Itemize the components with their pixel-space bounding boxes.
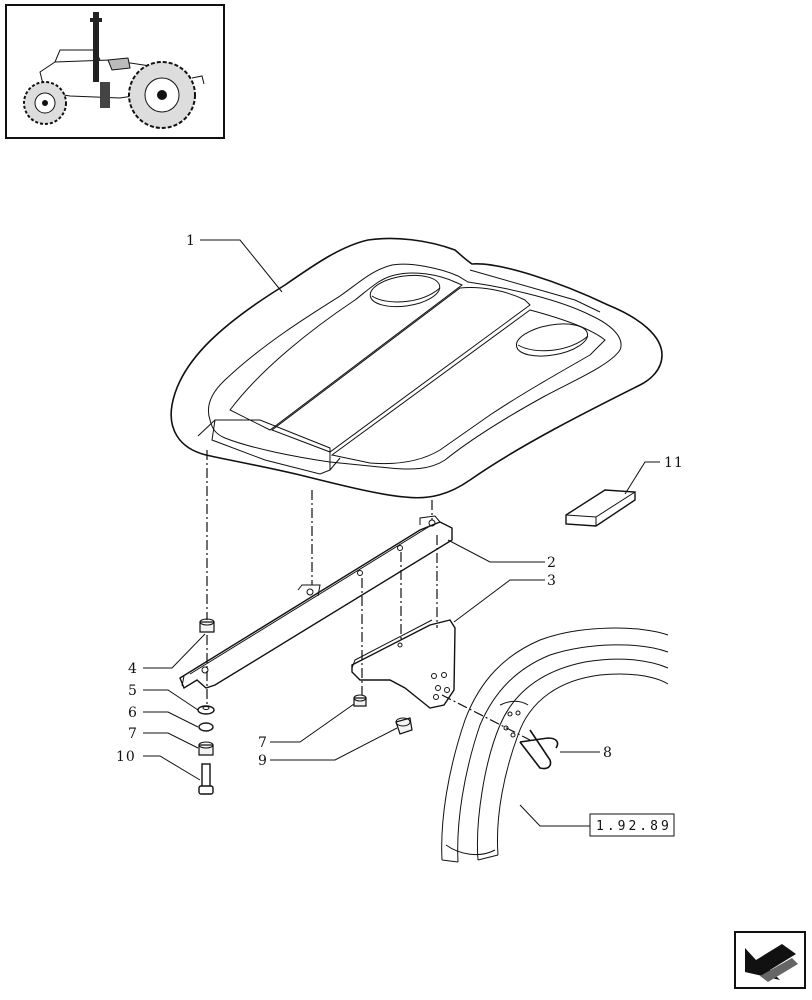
callouts: 1 11 2 3 4 5 6 7 10 7 9 8 <box>116 233 684 769</box>
nut-9 <box>395 717 413 735</box>
washer-5 <box>197 705 215 715</box>
callout-10: 10 <box>116 749 136 765</box>
callout-5: 5 <box>128 683 138 699</box>
callout-4: 4 <box>128 661 138 677</box>
callout-6: 6 <box>128 705 138 721</box>
washer-6 <box>198 722 214 732</box>
nut-4 <box>199 618 215 633</box>
callout-2: 2 <box>547 555 557 571</box>
cab-frame <box>441 627 669 863</box>
nut-7-plate <box>353 694 367 707</box>
reference-label: 1.92.89 <box>596 819 672 834</box>
side-plate <box>351 619 456 709</box>
leader-lines <box>143 239 660 827</box>
roof-panel <box>170 237 663 499</box>
callout-8: 8 <box>603 745 613 761</box>
callout-7a: 7 <box>128 726 138 742</box>
callout-11: 11 <box>664 455 684 471</box>
tractor-thumbnail-icon <box>5 4 225 139</box>
callout-1: 1 <box>186 233 196 249</box>
reference-box[interactable]: 1.92.89 <box>589 813 675 837</box>
callout-3: 3 <box>547 573 557 589</box>
rubber-pad <box>565 489 636 527</box>
long-bracket <box>179 515 453 690</box>
callout-9: 9 <box>258 753 268 769</box>
nut-7 <box>198 741 214 756</box>
assembly-lines <box>206 450 531 741</box>
bolt-10 <box>198 763 214 795</box>
u-bolt-8 <box>519 729 559 770</box>
callout-7b: 7 <box>258 735 268 751</box>
arrow-back-icon[interactable] <box>734 931 806 989</box>
